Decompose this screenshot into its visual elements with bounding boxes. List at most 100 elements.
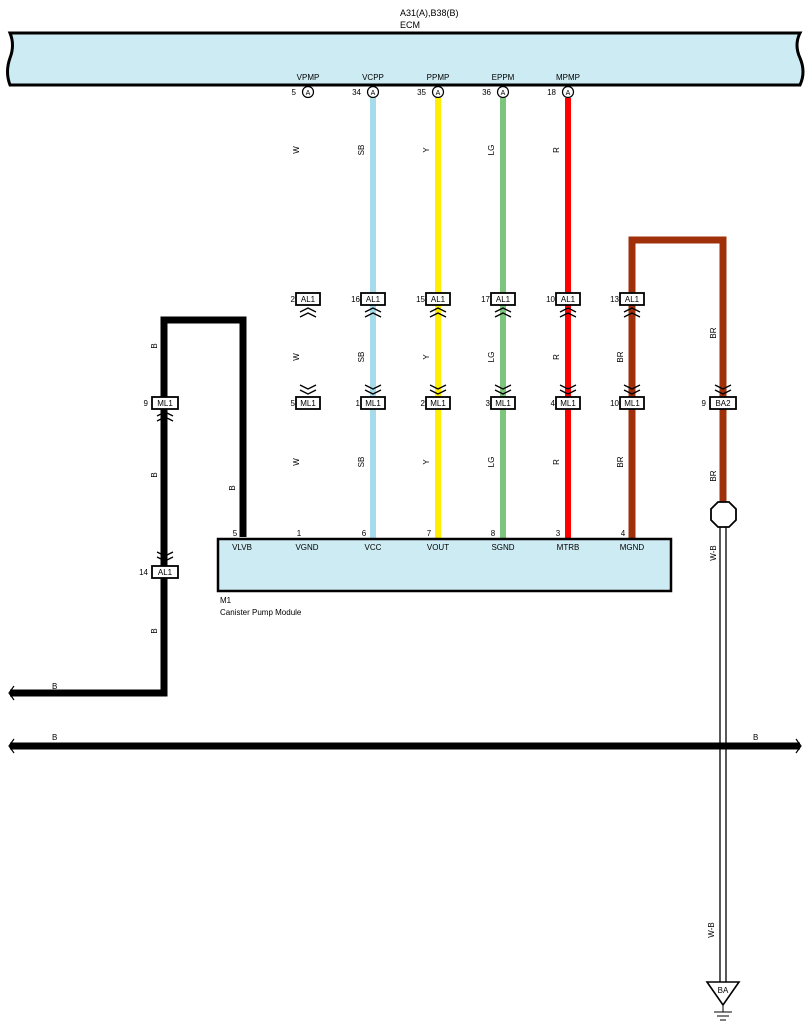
module-pin-number: 1 [297,529,302,538]
connector-name: ML1 [430,399,446,408]
connector-name: AL1 [158,568,173,577]
wire-label: W-B [709,545,718,560]
connector-al1-vcpp: 16 AL1 [351,292,386,318]
wire-br-loop [628,236,727,503]
module-pin-number: 3 [556,529,561,538]
ecm-connectors-label: A31(A),B38(B) [400,8,459,18]
ecm-pin-connector: A [371,90,376,97]
module-pin-mgnd: 4 MGND [620,529,645,552]
ecm-pin-ppmp: PPMP 35 A [417,73,450,99]
module-pin-number: 6 [362,529,367,538]
module-pin-vcc: 6 VCC [362,529,382,552]
connector-pin-number: 4 [551,399,556,408]
break-marks [8,685,802,754]
wire-label: SB [357,457,366,468]
ecm-pin-connector: A [501,90,506,97]
connector-pin-number: 1 [356,399,361,408]
wire-label: R [552,459,561,465]
ecm-pin-circle [366,85,380,99]
wire-label: W [292,353,301,361]
connector-name: AL1 [561,295,576,304]
ecm-pin-circle [496,85,510,99]
ground-point-label: BA [718,986,729,995]
connector-pin-number: 16 [351,295,360,304]
connector-pin-number: 9 [144,399,149,408]
wire-label: SB [357,145,366,156]
wire-left-b-loop [10,316,247,697]
connector-pin-number: 2 [421,399,426,408]
connector-name: ML1 [157,399,173,408]
wire-label: LG [487,457,496,468]
connector-al1-mpmp: 10 AL1 [546,292,581,318]
module-pin-sgnd: 8 SGND [491,529,515,552]
wire-label: B [228,485,237,490]
connector-ml1-vpmp: 5 ML1 [291,384,321,410]
ecm-pin-circle [431,85,445,99]
wire-label: W-B [707,922,716,937]
wire-label: B [150,343,159,348]
ecm-pin-number: 5 [292,88,297,97]
connector-al1-left: 14 AL1 [139,551,179,579]
wire-label: R [552,354,561,360]
connector-name: AL1 [625,295,640,304]
ecm-pin-vcpp: VCPP 34 A [352,73,384,99]
module-box [216,537,673,593]
junction-dot [719,742,727,750]
module-pin-name: SGND [491,543,514,552]
module-pin-name: MTRB [557,543,580,552]
bus-label-right-lower: B [753,733,758,742]
ecm-pin-eppm: EPPM 36 A [482,73,515,99]
connector-name: BA2 [715,399,731,408]
connector-name: ML1 [624,399,640,408]
ecm-pin-name: PPMP [427,73,450,82]
connector-pin-number: 5 [291,399,296,408]
wire-label: LG [487,145,496,156]
connector-pin-number: 10 [546,295,555,304]
wire-label: BR [709,470,718,481]
wire-wb [719,527,727,982]
wire-label: W [292,146,301,154]
wire-label: Y [422,459,431,465]
module-id-label: M1 [220,596,232,605]
module-pin-vgnd: 1 VGND [295,529,318,552]
module-pin-name: VGND [295,543,318,552]
connector-pin-number: 3 [486,399,491,408]
ecm-pin-connector: A [436,90,441,97]
connector-name: AL1 [366,295,381,304]
splice-point-octagon [710,501,737,528]
ecm-pin-connector: A [306,90,311,97]
wire-label: B [150,472,159,477]
module-pin-name: VOUT [427,543,449,552]
module-pin-number: 5 [233,529,238,538]
connector-name: ML1 [495,399,511,408]
wire-label: W [292,458,301,466]
ecm-pin-mpmp: MPMP 18 A [547,73,580,99]
connector-name: AL1 [301,295,316,304]
module-pin-vlvb: 5 VLVB [232,529,252,552]
ecm-pin-name: VCPP [362,73,384,82]
module-name-label: Canister Pump Module [220,608,302,617]
module-pin-number: 7 [427,529,432,538]
ecm-name-label: ECM [400,20,420,30]
connector-name: ML1 [300,399,316,408]
connector-ba2: 9 BA2 [702,384,737,410]
wire-label: B [150,628,159,633]
ecm-pin-name: VPMP [297,73,320,82]
module-pin-name: MGND [620,543,645,552]
connector-pin-number: 2 [291,295,296,304]
module-pin-vout: 7 VOUT [427,529,449,552]
connector-pin-number: 15 [416,295,425,304]
module-pin-name: VCC [365,543,382,552]
ground-point-ba: BA [705,981,741,1021]
bus-label-left-lower: B [52,733,57,742]
ecm-pin-vpmp: VPMP 5 A [292,73,320,99]
connector-name: AL1 [431,295,446,304]
connector-name: ML1 [365,399,381,408]
ecm-pin-number: 18 [547,88,556,97]
ecm-pin-connector: A [566,90,571,97]
connector-ml1-ppmp: 2 ML1 [421,384,451,410]
connector-pin-number: 17 [481,295,490,304]
